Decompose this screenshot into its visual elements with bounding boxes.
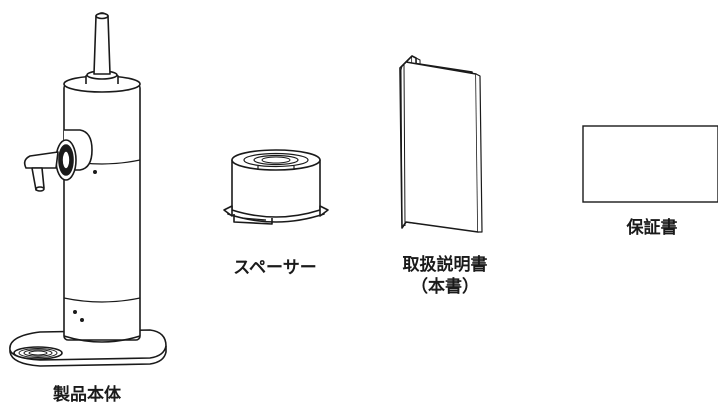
manual-illustration bbox=[399, 55, 483, 233]
instruction-manual: 取扱説明書 （本書） bbox=[380, 40, 510, 320]
manual-label-line-1: 取扱説明書 bbox=[402, 255, 488, 275]
main-unit-illustration bbox=[9, 12, 167, 367]
warranty-label: 保証書 bbox=[626, 218, 678, 238]
manual-label: 取扱説明書 （本書） bbox=[380, 254, 510, 298]
warranty-illustration bbox=[582, 125, 718, 203]
product-main-unit: 製品本体 bbox=[0, 0, 180, 411]
spacer-part: スペーサー bbox=[210, 140, 340, 290]
manual-label-line-2: （本書） bbox=[411, 277, 479, 297]
warranty-card: 保証書 bbox=[572, 120, 718, 250]
spacer-label: スペーサー bbox=[233, 258, 317, 278]
spacer-illustration bbox=[223, 149, 329, 225]
main-unit-label: 製品本体 bbox=[53, 385, 121, 405]
